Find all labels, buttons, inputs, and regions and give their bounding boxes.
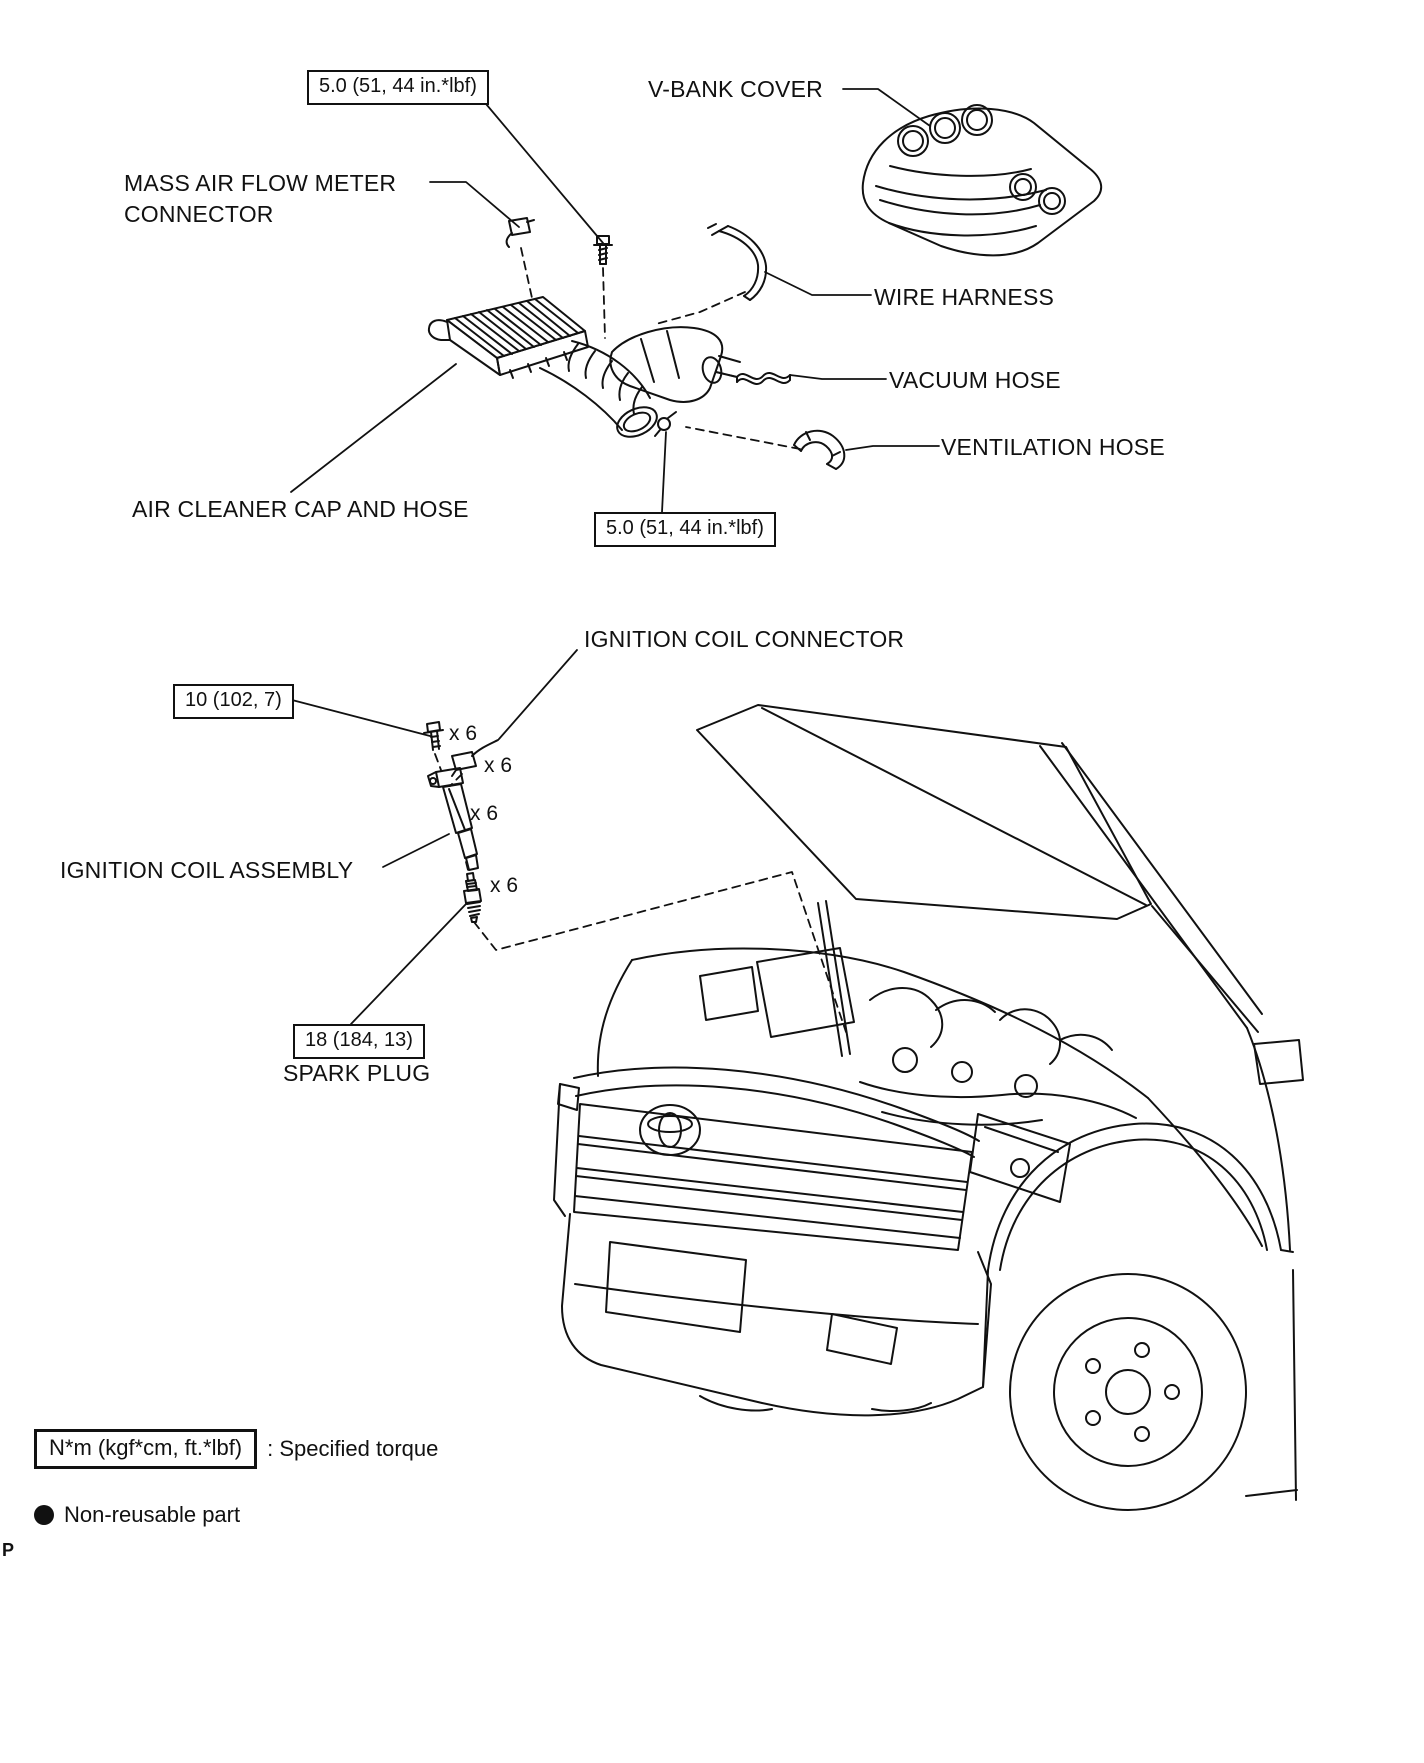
quantity-marker-coil: x 6 [470, 802, 499, 825]
wire-harness-drawing [707, 223, 768, 301]
legend-torque-box: N*m (kgf*cm, ft.*lbf) [34, 1429, 258, 1469]
legend-torque: N*m (kgf*cm, ft.*lbf) : Specified torque [34, 1429, 438, 1469]
label-ignition-coil-assembly: IGNITION COIL ASSEMBLY [60, 857, 354, 883]
bolt-icon [593, 235, 613, 265]
coil-connector-drawing [451, 739, 499, 777]
torque-spec-box-hose-clamp: 5.0 (51, 44 in.*lbf) [594, 512, 776, 547]
label-maf-connector: MASS AIR FLOW METER CONNECTOR [124, 168, 396, 230]
label-spark-plug: SPARK PLUG [283, 1060, 431, 1086]
quantity-marker-spark-plug: x 6 [490, 874, 519, 897]
v-bank-cover-drawing [861, 104, 1103, 257]
torque-spec-box-air-cleaner: 5.0 (51, 44 in.*lbf) [307, 70, 489, 105]
label-ventilation-hose: VENTILATION HOSE [941, 434, 1165, 460]
label-ignition-coil-connector: IGNITION COIL CONNECTOR [584, 626, 905, 652]
label-maf-connector-line2: CONNECTOR [124, 201, 274, 227]
quantity-marker-bolt: x 6 [449, 722, 478, 745]
page-marker: P [2, 1540, 15, 1560]
spark-plug-drawing [463, 872, 482, 923]
label-vacuum-hose: VACUUM HOSE [889, 367, 1061, 393]
legend-non-reusable: Non-reusable part [34, 1502, 240, 1528]
vacuum-hose-drawing [736, 372, 791, 385]
torque-spec-box-spark-plug: 18 (184, 13) [293, 1024, 425, 1059]
vehicle-drawing [553, 704, 1304, 1511]
maf-connector-drawing [505, 217, 535, 248]
non-reusable-part-icon [34, 1505, 54, 1525]
legend-non-reusable-label: Non-reusable part [64, 1502, 241, 1527]
coil-bolt-icon [423, 721, 444, 751]
ventilation-hose-drawing [793, 429, 846, 470]
air-cleaner-drawing [427, 296, 741, 438]
ignition-coil-drawing [427, 767, 479, 871]
label-maf-connector-line1: MASS AIR FLOW METER [124, 170, 397, 196]
label-air-cleaner-cap-and-hose: AIR CLEANER CAP AND HOSE [132, 496, 469, 522]
leader-lines [290, 88, 940, 1025]
legend-torque-description: : Specified torque [267, 1436, 439, 1461]
label-v-bank-cover: V-BANK COVER [648, 76, 823, 102]
label-wire-harness: WIRE HARNESS [874, 284, 1055, 310]
torque-spec-box-ignition-coil: 10 (102, 7) [173, 684, 294, 719]
quantity-marker-connector: x 6 [484, 754, 513, 777]
